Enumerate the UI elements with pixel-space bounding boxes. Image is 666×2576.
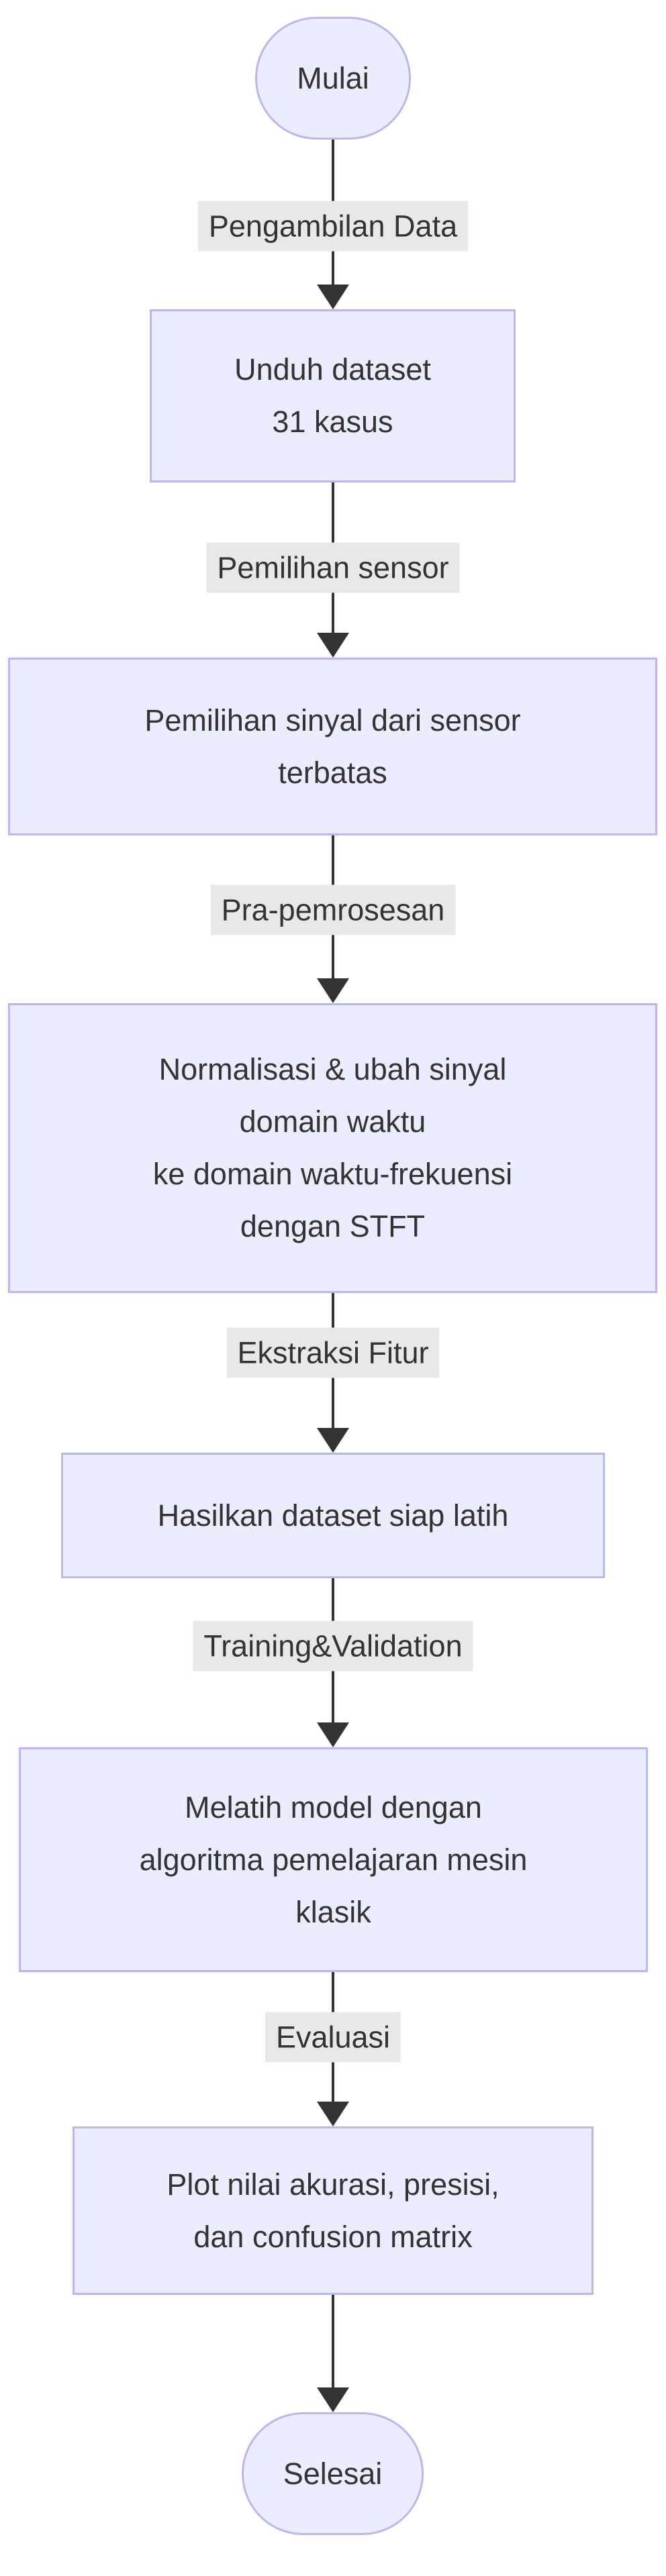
edge-label-ekstraksi-fitur: Ekstraksi Fitur [226, 1327, 440, 1378]
edge-label-training-validation: Training&Validation [193, 1620, 473, 1671]
node-pemilihan-sinyal: Pemilihan sinyal dari sensor terbatas [8, 658, 657, 835]
arrowhead-plot-end [317, 2387, 349, 2412]
arrowhead-dataset-training [317, 1722, 349, 1747]
arrowhead-start-download [317, 285, 349, 309]
arrowhead-preprocess-dataset [317, 1428, 349, 1453]
edge-label-pra-pemrosesan: Pra-pemrosesan [210, 884, 456, 935]
arrowhead-selection-preprocess [317, 978, 349, 1003]
node-melatih-model: Melatih model dengan algoritma pemelajar… [19, 1747, 648, 1972]
node-hasilkan-dataset: Hasilkan dataset siap latih [61, 1453, 605, 1578]
edge-label-evaluasi: Evaluasi [265, 2012, 401, 2063]
edge-label-pemilihan-sensor: Pemilihan sensor [206, 542, 460, 593]
edge-line-plot-end [332, 2295, 334, 2387]
node-normalisasi-stft: Normalisasi & ubah sinyal domain waktu k… [8, 1003, 657, 1293]
arrowhead-download-selection [317, 633, 349, 658]
edge-label-pengambilan-data: Pengambilan Data [197, 201, 469, 252]
arrowhead-training-plot [317, 2102, 349, 2126]
node-start-mulai: Mulai [255, 17, 411, 140]
node-unduh-dataset: Unduh dataset 31 kasus [150, 309, 516, 482]
node-plot-evaluasi: Plot nilai akurasi, presisi, dan confusi… [73, 2126, 593, 2295]
node-end-selesai: Selesai [242, 2412, 424, 2535]
